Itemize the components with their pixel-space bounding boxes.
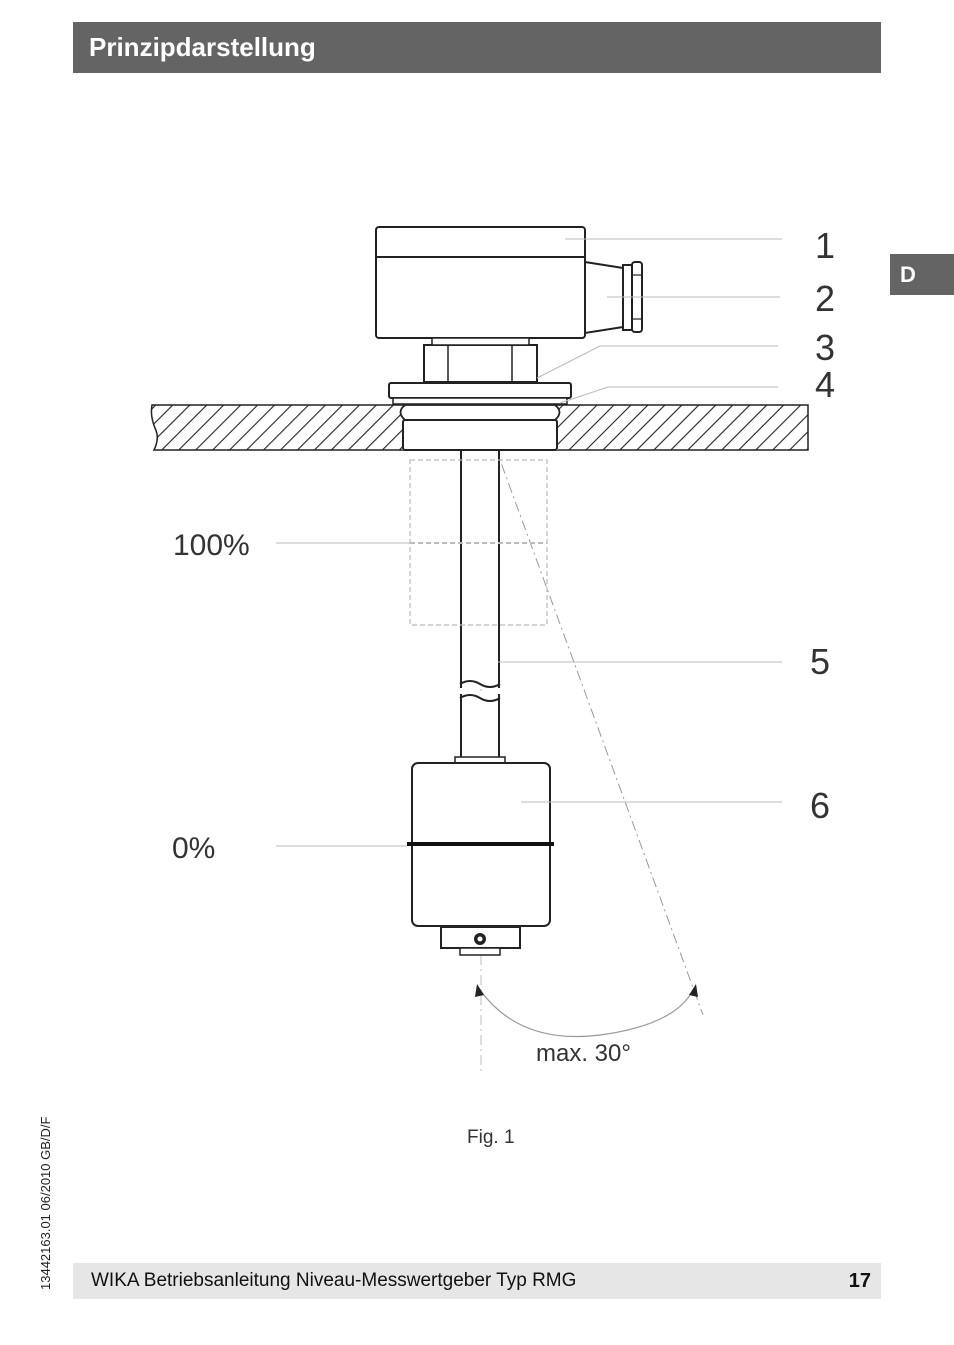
callout-3: 3 <box>815 327 835 368</box>
angle-label: max. 30° <box>536 1040 631 1067</box>
guide-tube <box>459 449 501 763</box>
hex-nut <box>423 337 538 383</box>
sealing-washer <box>388 382 572 405</box>
footer-text: WIKA Betriebsanleitung Niveau-Messwertge… <box>91 1270 577 1291</box>
level-100-label: 100% <box>173 529 250 562</box>
leader-lines <box>276 238 782 847</box>
page-footer: WIKA Betriebsanleitung Niveau-Messwertge… <box>73 1263 881 1299</box>
language-tab-label: D <box>900 261 916 287</box>
process-thread <box>399 404 561 451</box>
angle-arc <box>475 984 698 1038</box>
tilt-axis <box>480 407 704 1016</box>
callout-5: 5 <box>810 641 830 682</box>
level-0-label: 0% <box>172 832 215 865</box>
page-number: 17 <box>848 1269 871 1292</box>
section-title: Prinzipdarstellung <box>89 32 316 62</box>
callout-4: 4 <box>815 364 835 405</box>
float <box>407 756 554 927</box>
language-tab: D <box>890 254 954 295</box>
housing <box>375 226 586 339</box>
callout-6: 6 <box>810 785 830 826</box>
figure-caption: Fig. 1 <box>467 1127 515 1148</box>
callout-2: 2 <box>815 278 835 319</box>
callout-1: 1 <box>815 225 835 266</box>
section-header: Prinzipdarstellung <box>73 22 881 73</box>
end-stop <box>440 926 521 956</box>
